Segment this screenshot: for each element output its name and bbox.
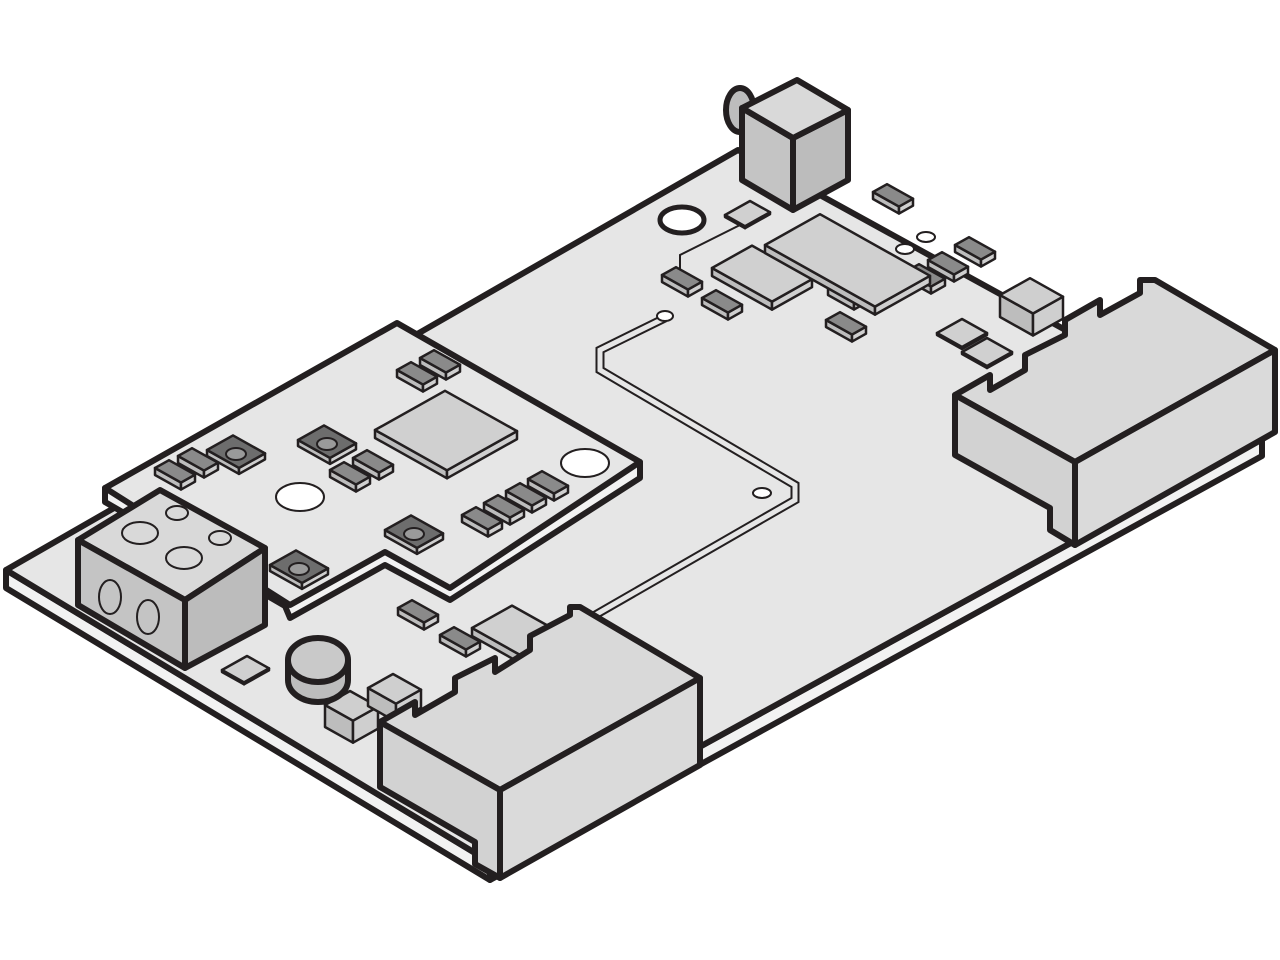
potentiometer-knob-icon — [403, 527, 425, 541]
potentiometer-knob-icon — [316, 437, 338, 451]
smd-resistor — [871, 182, 915, 208]
pad — [220, 654, 271, 684]
smd-resistor — [504, 481, 548, 507]
smd-resistor — [926, 250, 970, 276]
smd-resistor — [700, 288, 744, 314]
smd-resistor — [953, 235, 997, 261]
potentiometer-knob-icon — [225, 447, 247, 461]
smd-resistor — [482, 493, 526, 519]
right-connector-top — [952, 277, 1278, 465]
pad — [960, 336, 1014, 368]
smd-resistor — [460, 505, 504, 531]
hole — [208, 530, 232, 546]
buzzer-top — [285, 635, 351, 685]
terminal-block-right — [182, 545, 268, 671]
ic-chip — [763, 212, 932, 308]
ic-chip — [373, 389, 519, 472]
hole — [165, 505, 189, 521]
smd-resistor — [351, 448, 395, 474]
pad — [723, 199, 772, 228]
led — [895, 243, 915, 255]
capacitor — [998, 276, 1065, 315]
mounting-hole — [560, 448, 610, 478]
smd-resistor — [660, 265, 704, 291]
via-hole — [656, 310, 674, 322]
led — [916, 231, 936, 243]
bottom-connector — [377, 604, 703, 881]
screw-icon — [121, 521, 159, 545]
bottom-connector-top — [377, 604, 703, 793]
smd-resistor — [824, 310, 868, 336]
cube-sensor — [723, 77, 851, 213]
pad — [935, 317, 989, 349]
smd-resistor — [418, 348, 462, 374]
bottom-connector-right — [497, 675, 703, 881]
buzzer — [285, 635, 351, 705]
capacitor — [366, 672, 423, 705]
mounting-hole — [657, 204, 707, 236]
smd-resistor — [396, 598, 440, 624]
smd-resistor — [526, 469, 570, 495]
wire-hole — [136, 599, 160, 635]
screw-icon — [165, 546, 203, 570]
right-connector-right — [1072, 347, 1278, 548]
pcb-trace-inner — [588, 315, 798, 621]
terminal-block — [75, 487, 268, 671]
smd-resistor — [328, 460, 372, 486]
smd-resistor — [153, 458, 197, 484]
via-hole — [752, 487, 772, 499]
right-connector — [952, 277, 1278, 548]
cube-top — [739, 77, 851, 141]
potentiometer-knob-icon — [288, 562, 310, 576]
wire-hole — [98, 579, 122, 615]
smd-resistor — [395, 360, 439, 386]
mounting-hole — [275, 482, 325, 512]
